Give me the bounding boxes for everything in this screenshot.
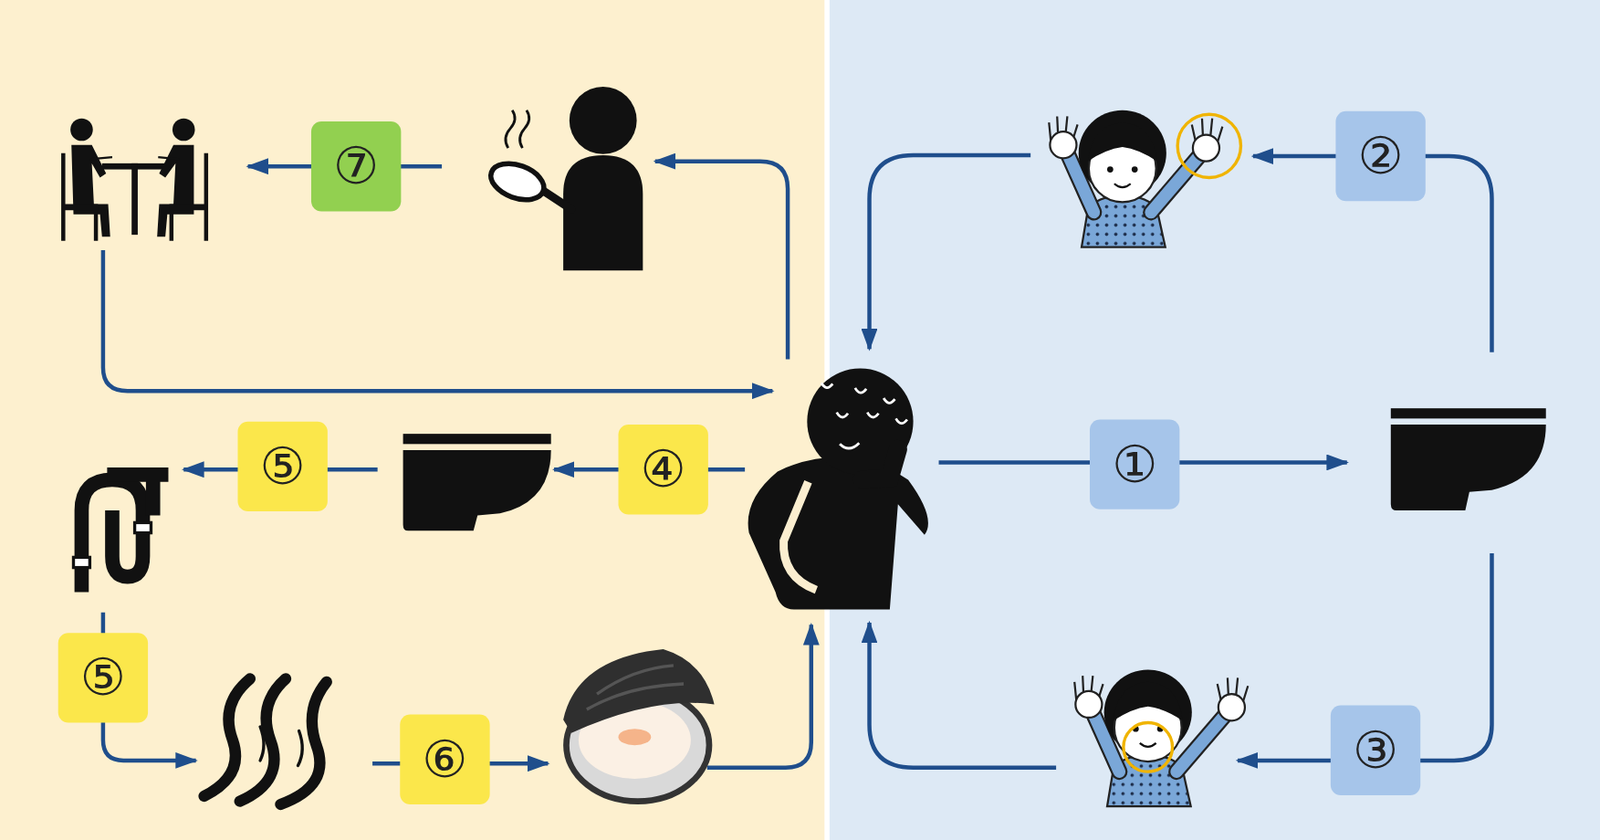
- chair: [169, 153, 209, 241]
- table-leg: [131, 163, 138, 235]
- frying-pan: [485, 156, 549, 207]
- step-number: ⑤: [80, 651, 126, 703]
- shell-ridge: [586, 665, 684, 710]
- sweat-mark: [867, 412, 879, 418]
- sweat-mark: [855, 387, 867, 393]
- toilet-bowl: [403, 449, 552, 531]
- highlight-circle: [1177, 114, 1241, 178]
- utensils: [89, 156, 179, 159]
- flow-arrow: [869, 622, 1057, 768]
- toilet-bowl: [1390, 424, 1547, 511]
- child-icon: [1074, 669, 1248, 806]
- pipe-joint: [73, 556, 90, 567]
- cook-body: [563, 155, 643, 271]
- pipe-trap: [81, 479, 143, 592]
- step-badge: ⑥: [399, 714, 490, 805]
- cook-head: [569, 86, 638, 155]
- highlight-circle: [1123, 722, 1173, 773]
- sweat-mark: [836, 412, 848, 418]
- waste-stream: [280, 681, 326, 805]
- step-number: ②: [1358, 130, 1404, 182]
- step-badge: ①: [1089, 418, 1180, 509]
- step-number: ③: [1352, 724, 1399, 776]
- oyster-shell-top: [563, 648, 714, 733]
- step-number: ⑦: [333, 140, 379, 192]
- pipe-joint: [135, 522, 152, 533]
- cook-icon: [485, 86, 643, 271]
- waste-stream: [204, 678, 251, 796]
- sweat-mark: [896, 418, 908, 423]
- sewage-icon: [204, 678, 327, 805]
- person-arm-outline: [783, 481, 816, 591]
- step-number: ⑥: [421, 733, 468, 785]
- waste-trace: [260, 726, 303, 765]
- pipe: [106, 474, 168, 516]
- step-badge: ⑦: [311, 121, 401, 211]
- sweat-mark: [883, 397, 895, 403]
- sick-person-icon: [748, 368, 929, 610]
- step-number: ⑤: [260, 440, 306, 492]
- left-panel: [0, 0, 825, 840]
- step-number: ④: [640, 443, 687, 495]
- step-badge: ③: [1330, 705, 1421, 795]
- step-badge: ⑤: [237, 421, 327, 512]
- person-arm: [862, 449, 899, 481]
- step-number: ①: [1111, 439, 1158, 491]
- person-body: [748, 457, 929, 610]
- flow-arrow: [707, 624, 812, 768]
- toilet-icon: [403, 433, 552, 531]
- drain-pipe-icon: [73, 474, 168, 593]
- sweat-mark: [821, 382, 833, 387]
- toilet-icon: [1390, 407, 1547, 511]
- diners-icon: [61, 118, 209, 241]
- oyster-spot: [617, 728, 651, 745]
- flow-arrow: [655, 161, 788, 360]
- flow-arrow: [869, 155, 1032, 349]
- step-badge: ⑤: [58, 632, 148, 722]
- diner-head: [172, 118, 196, 142]
- child-icon: [1048, 110, 1223, 248]
- step-badge: ④: [617, 424, 708, 514]
- diner-head: [70, 118, 94, 142]
- sweat-marks: [821, 382, 908, 449]
- oyster-icon: [563, 648, 714, 802]
- toilet-seat: [1390, 407, 1547, 419]
- step-badge: ②: [1335, 111, 1425, 201]
- flow-arrows: [103, 155, 1493, 768]
- flow-arrow: [103, 250, 773, 391]
- toilet-seat: [403, 433, 552, 444]
- chair: [61, 153, 98, 241]
- sweat-mark: [839, 442, 859, 449]
- steam: [505, 110, 530, 148]
- right-panel: [829, 0, 1600, 840]
